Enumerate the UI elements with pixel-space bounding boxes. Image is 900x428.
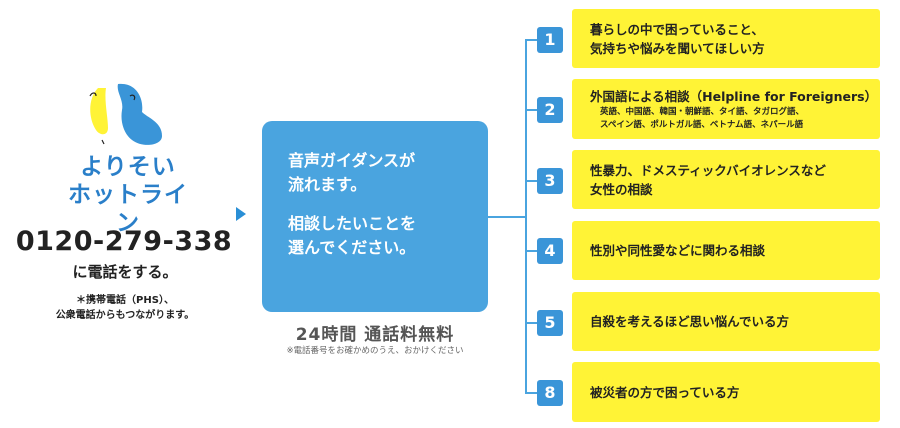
guide-line1: 音声ガイダンスが bbox=[288, 151, 416, 170]
note-line2: 公衆電話からもつながります。 bbox=[55, 310, 195, 321]
logo-text: よりそい ホットライン bbox=[58, 153, 198, 237]
option-8[interactable]: 被災者の方で困っている方 bbox=[572, 362, 880, 422]
connector-trunk bbox=[525, 39, 527, 393]
logo-line1: よりそい bbox=[80, 154, 176, 180]
connector-branch-4 bbox=[525, 250, 537, 252]
option-1-line1: 暮らしの中で困っていること、 bbox=[590, 21, 764, 37]
connector-branch-2 bbox=[525, 109, 537, 111]
option-2-line1: 外国語による相談（Helpline for Foreigners） bbox=[590, 88, 878, 104]
option-4-line1: 性別や同性愛などに関わる相談 bbox=[590, 243, 766, 258]
option-2-sub1: 英語、中国語、韓国・朝鮮語、タイ語、タガログ語、 bbox=[600, 106, 805, 117]
option-3[interactable]: 性暴力、ドメスティックバイオレンスなど 女性の相談 bbox=[572, 150, 880, 209]
option-2-sub2: スペイン語、ポルトガル語、ベトナム語、ネパール語 bbox=[600, 119, 804, 130]
connector-branch-8 bbox=[525, 392, 537, 394]
arrow-right-icon bbox=[236, 207, 246, 221]
option-badge-2[interactable]: 2 bbox=[537, 97, 563, 123]
note-line1: ＊携帯電話（PHS）、 bbox=[76, 295, 174, 306]
connector-branch-3 bbox=[525, 180, 537, 182]
connector-branch-5 bbox=[525, 322, 537, 324]
option-5-line1: 自殺を考えるほど思い悩んでいる方 bbox=[590, 314, 790, 329]
mobile-note: ＊携帯電話（PHS）、 公衆電話からもつながります。 bbox=[30, 293, 220, 323]
option-8-line1: 被災者の方で困っている方 bbox=[590, 384, 740, 400]
logo-line2: ホットライン bbox=[68, 182, 188, 236]
option-1[interactable]: 暮らしの中で困っていること、 気持ちや悩みを聞いてほしい方 bbox=[572, 9, 880, 68]
connector-branch-1 bbox=[525, 39, 537, 41]
guide-line3: 相談したいことを bbox=[288, 214, 417, 233]
call-instruction: に電話をする。 bbox=[72, 263, 178, 281]
option-5[interactable]: 自殺を考えるほど思い悩んでいる方 bbox=[572, 292, 880, 351]
voice-guide-box: 音声ガイダンスが流れます。 相談したいことを選んでください。 bbox=[262, 121, 488, 312]
option-1-line2: 気持ちや悩みを聞いてほしい方 bbox=[590, 40, 765, 56]
phone-number[interactable]: 0120-279-338 bbox=[15, 226, 233, 257]
option-3-line1: 性暴力、ドメスティックバイオレンスなど bbox=[590, 162, 826, 178]
hours-text: 24時間 通話料無料 bbox=[295, 325, 455, 345]
option-4[interactable]: 性別や同性愛などに関わる相談 bbox=[572, 221, 880, 280]
option-badge-1[interactable]: 1 bbox=[537, 27, 563, 53]
logo-figure-icon bbox=[89, 83, 162, 145]
option-badge-8[interactable]: 8 bbox=[537, 380, 563, 406]
option-badge-4[interactable]: 4 bbox=[537, 238, 563, 264]
hours-note: ※電話番号をお確かめのうえ、おかけください bbox=[286, 346, 464, 356]
guide-line4: 選んでください。 bbox=[288, 238, 416, 257]
option-3-line2: 女性の相談 bbox=[590, 181, 653, 197]
option-badge-5[interactable]: 5 bbox=[537, 310, 563, 336]
guide-line2: 流れます。 bbox=[288, 175, 367, 194]
option-badge-3[interactable]: 3 bbox=[537, 168, 563, 194]
connector-main bbox=[488, 216, 526, 218]
option-2[interactable]: 外国語による相談（Helpline for Foreigners） 英語、中国語… bbox=[572, 79, 880, 139]
